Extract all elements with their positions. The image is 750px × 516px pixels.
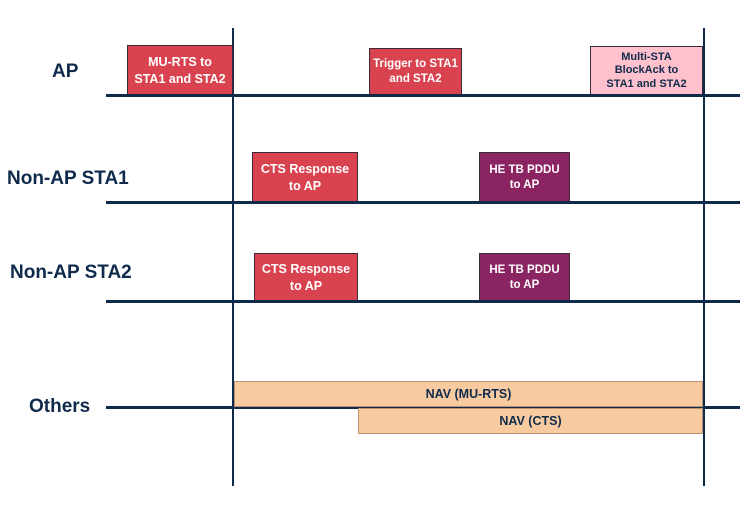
- others-timeline: [106, 406, 740, 409]
- cts-sta1-line-2: to AP: [288, 178, 322, 193]
- mu-rts-line-1: MU-RTS to: [148, 55, 212, 70]
- he-tb-ppdu-sta2-frame: HE TB PDDU to AP: [479, 253, 570, 302]
- cts-sta2-line-1: CTS Response: [261, 262, 351, 277]
- row-label-ap: AP: [52, 61, 79, 82]
- trigger-line-2: and STA2: [389, 73, 442, 85]
- multi-sta-line-3: STA1 and STA2: [606, 77, 687, 90]
- he-tb-ppdu-sta1-frame: HE TB PDDU to AP: [479, 152, 570, 203]
- he-tb-sta2-line-1: HE TB PDDU: [489, 263, 560, 276]
- nav-mu-rts-label: NAV (MU-RTS): [425, 386, 512, 401]
- nav-cts-bar: NAV (CTS): [358, 408, 703, 434]
- he-tb-sta2-line-2: to AP: [509, 278, 540, 291]
- cts-response-sta2-frame: CTS Response to AP: [254, 253, 358, 302]
- sta2-timeline: [106, 300, 740, 303]
- cts-sta1-line-1: CTS Response: [260, 162, 350, 177]
- trigger-line-1: Trigger to STA1: [373, 58, 458, 71]
- sta1-timeline: [106, 201, 740, 204]
- mu-rts-frame: MU-RTS to STA1 and STA2: [127, 45, 233, 96]
- trigger-frame: Trigger to STA1 and STA2: [369, 48, 462, 96]
- multi-sta-line-1: Multi-STA: [621, 51, 672, 64]
- nav-mu-rts-bar: NAV (MU-RTS): [234, 381, 703, 407]
- timing-marker-start: [232, 28, 234, 486]
- row-label-sta2: Non-AP STA2: [10, 262, 132, 283]
- mu-rts-line-2: STA1 and STA2: [134, 71, 226, 86]
- multi-sta-blockack-frame: Multi-STA BlockAck to STA1 and STA2: [590, 46, 703, 96]
- cts-sta2-line-2: to AP: [289, 278, 323, 293]
- row-label-others: Others: [29, 396, 91, 417]
- multi-sta-line-2: BlockAck to: [614, 64, 679, 77]
- ap-timeline: [106, 94, 740, 97]
- timing-marker-end: [703, 28, 705, 486]
- cts-response-sta1-frame: CTS Response to AP: [252, 152, 358, 203]
- nav-cts-label: NAV (CTS): [499, 413, 562, 428]
- he-tb-sta1-line-1: HE TB PDDU: [489, 163, 560, 176]
- he-tb-sta1-line-2: to AP: [509, 178, 540, 191]
- row-label-sta1: Non-AP STA1: [7, 168, 129, 189]
